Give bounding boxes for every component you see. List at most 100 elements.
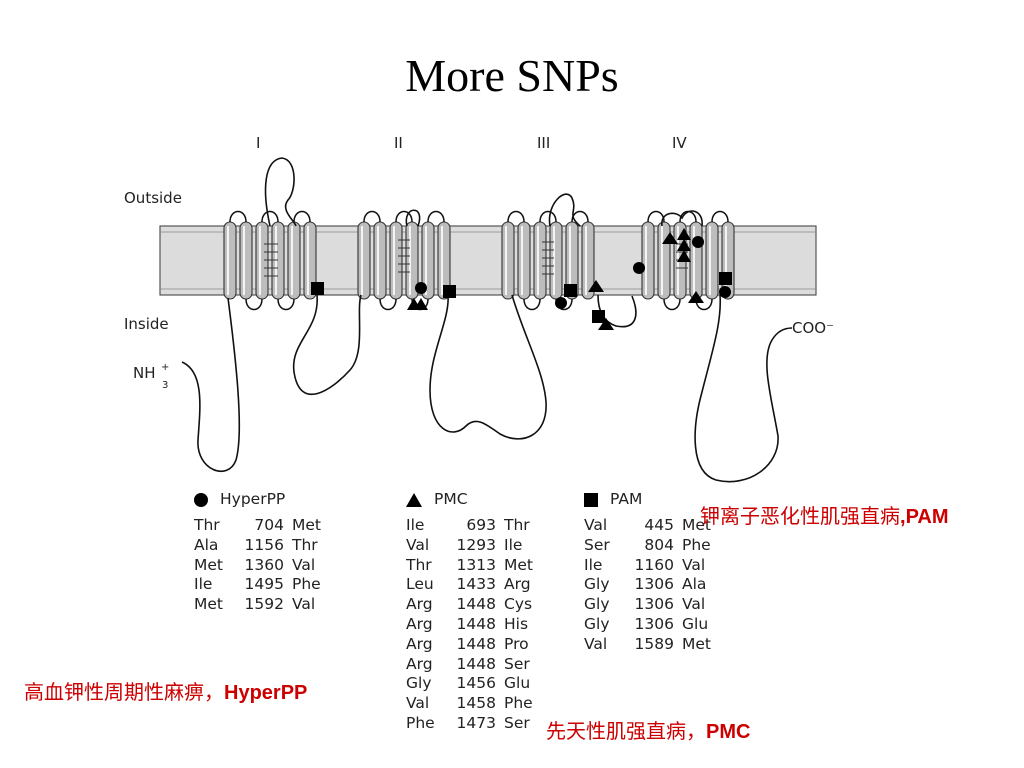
helix-domain-iv-s1 (641, 221, 655, 300)
helix-connector (245, 298, 263, 311)
hyperpp-marker (692, 236, 704, 248)
mutant-residue: Arg (504, 575, 531, 594)
mutant-residue: Val (682, 555, 706, 574)
mutant-residue: His (504, 614, 529, 633)
original-residue: Ala (194, 535, 219, 554)
residue-position: 1448 (456, 595, 496, 614)
loop-ii-iii (429, 294, 547, 440)
pmc-note: 先天性肌强直病，PMC (546, 719, 751, 743)
mutant-residue: Val (682, 595, 706, 614)
mutant-residue: Val (292, 595, 316, 614)
mutant-residue: Pro (504, 634, 529, 653)
hyperpp-heading-text: HyperPP (220, 490, 286, 509)
svg-text:NH: NH (133, 364, 156, 382)
c-terminal-tail (694, 294, 793, 483)
pmc-table-heading: PMC (406, 490, 544, 510)
mutation-row: Ala 1156 Thr (194, 536, 332, 556)
original-residue: Thr (406, 555, 432, 574)
helix-connector (507, 210, 525, 223)
domain-label-3: III (537, 134, 550, 152)
mutation-row: Arg 1448 Ser (406, 655, 544, 675)
residue-position: 1448 (456, 614, 496, 633)
mutant-residue: Ser (504, 713, 530, 732)
pmc-marker (662, 232, 678, 244)
mutation-row: Arg 1448 Pro (406, 635, 544, 655)
loop-domain-3-extracellular (548, 193, 581, 227)
residue-position: 1589 (634, 634, 674, 653)
original-residue: Gly (584, 595, 610, 614)
mutant-residue: Thr (292, 535, 318, 554)
helix-domain-iii-s4 (549, 221, 563, 300)
original-residue: Gly (406, 674, 432, 693)
helix-domain-iii-s3 (533, 221, 547, 300)
pmc-marker (598, 318, 614, 330)
original-residue: Val (584, 516, 608, 534)
hyperpp-marker (415, 282, 427, 294)
pmc-marker (688, 291, 704, 303)
mutant-residue: Met (292, 516, 321, 534)
residue-position: 1313 (456, 555, 496, 574)
hyperpp-marker (555, 297, 567, 309)
svg-text:3: 3 (162, 380, 168, 391)
original-residue: Gly (584, 614, 610, 633)
helix-domain-ii-s3 (389, 221, 403, 300)
outside-label: Outside (124, 189, 182, 207)
helix-domain-iv-s5 (705, 221, 719, 300)
helix-connector (647, 210, 665, 223)
residue-position: 1448 (456, 634, 496, 653)
pam-marker (443, 285, 456, 298)
residue-position: 1592 (244, 595, 284, 614)
original-residue: Val (406, 535, 430, 554)
pam-marker (592, 310, 605, 323)
original-residue: Val (406, 694, 430, 713)
original-residue: Leu (406, 575, 434, 594)
helix-connector (379, 298, 397, 311)
mutation-row: Met 1592 Val (194, 595, 332, 615)
helix-connector (363, 210, 381, 223)
loop-domain-1-extracellular (264, 157, 297, 227)
mutant-residue: Phe (292, 575, 321, 594)
domain-label-1: I (256, 134, 260, 152)
residue-position: 1495 (244, 575, 284, 594)
original-residue: Arg (406, 654, 433, 673)
hyperpp-table-heading: HyperPP (194, 490, 332, 510)
original-residue: Arg (406, 595, 433, 614)
residue-position: 1448 (456, 654, 496, 673)
triangle-icon (406, 493, 422, 507)
residue-position: 1156 (244, 535, 284, 554)
mutant-residue: Cys (504, 595, 533, 614)
mutant-residue: Met (682, 634, 711, 653)
original-residue: Phe (406, 713, 435, 732)
residue-position: 1456 (456, 674, 496, 693)
n-terminus-label: NH + 3 (133, 362, 169, 391)
original-residue: Ile (194, 575, 213, 594)
helix-connector (293, 210, 311, 223)
residue-position: 1306 (634, 614, 674, 633)
mutation-markers (311, 228, 732, 330)
pmc-marker (414, 298, 428, 310)
original-residue: Arg (406, 634, 433, 653)
helix-domain-iii-s1 (501, 221, 515, 300)
original-residue: Thr (194, 516, 220, 534)
mutant-residue: Ser (504, 654, 530, 673)
domain-label-2: II (394, 134, 403, 152)
helix-domain-ii-s2 (373, 221, 387, 300)
mutant-residue: Phe (682, 535, 711, 554)
residue-position: 1306 (634, 575, 674, 594)
residue-position: 804 (644, 535, 674, 554)
pam-marker (311, 282, 324, 295)
original-residue: Met (194, 595, 223, 614)
helix-connector (427, 210, 445, 223)
